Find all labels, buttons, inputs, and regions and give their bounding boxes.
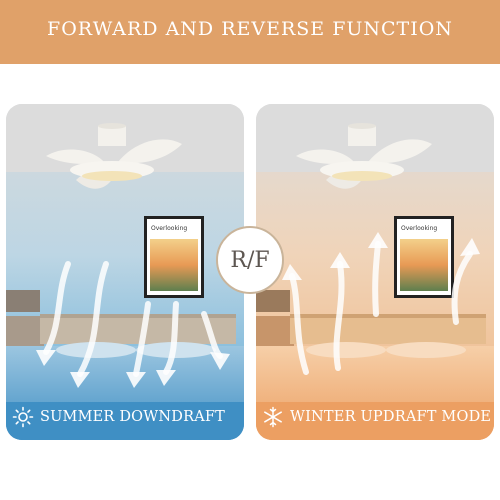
- ceiling-fan: [46, 123, 182, 189]
- snowflake-icon: [264, 406, 282, 428]
- ceiling-fan: [296, 123, 432, 189]
- summer-scene: Overlooking: [6, 104, 244, 440]
- winter-caption: WINTER UPDRAFT MODE: [256, 402, 491, 432]
- sun-icon: [12, 406, 34, 428]
- summer-caption: SUMMER DOWNDRAFT: [6, 402, 225, 432]
- rf-badge-text: R/F: [230, 247, 270, 273]
- poster-title: Overlooking: [151, 225, 187, 232]
- winter-caption-text: WINTER UPDRAFT MODE: [290, 409, 492, 425]
- winter-panel: Overlooking: [256, 104, 494, 440]
- downdraft-arrows: [43, 261, 223, 377]
- winter-scene: Overlooking: [256, 104, 494, 440]
- rf-badge: R/F: [216, 226, 284, 294]
- summer-caption-text: SUMMER DOWNDRAFT: [40, 409, 226, 425]
- updraft-arrows: [289, 241, 473, 375]
- header-banner: FORWARD AND REVERSE FUNCTION: [0, 0, 500, 64]
- wall-poster: [144, 216, 204, 298]
- wall-poster: [394, 216, 454, 298]
- banner-title: FORWARD AND REVERSE FUNCTION: [47, 18, 453, 40]
- poster-title: Overlooking: [401, 225, 437, 232]
- summer-panel: Overlooking: [6, 104, 244, 440]
